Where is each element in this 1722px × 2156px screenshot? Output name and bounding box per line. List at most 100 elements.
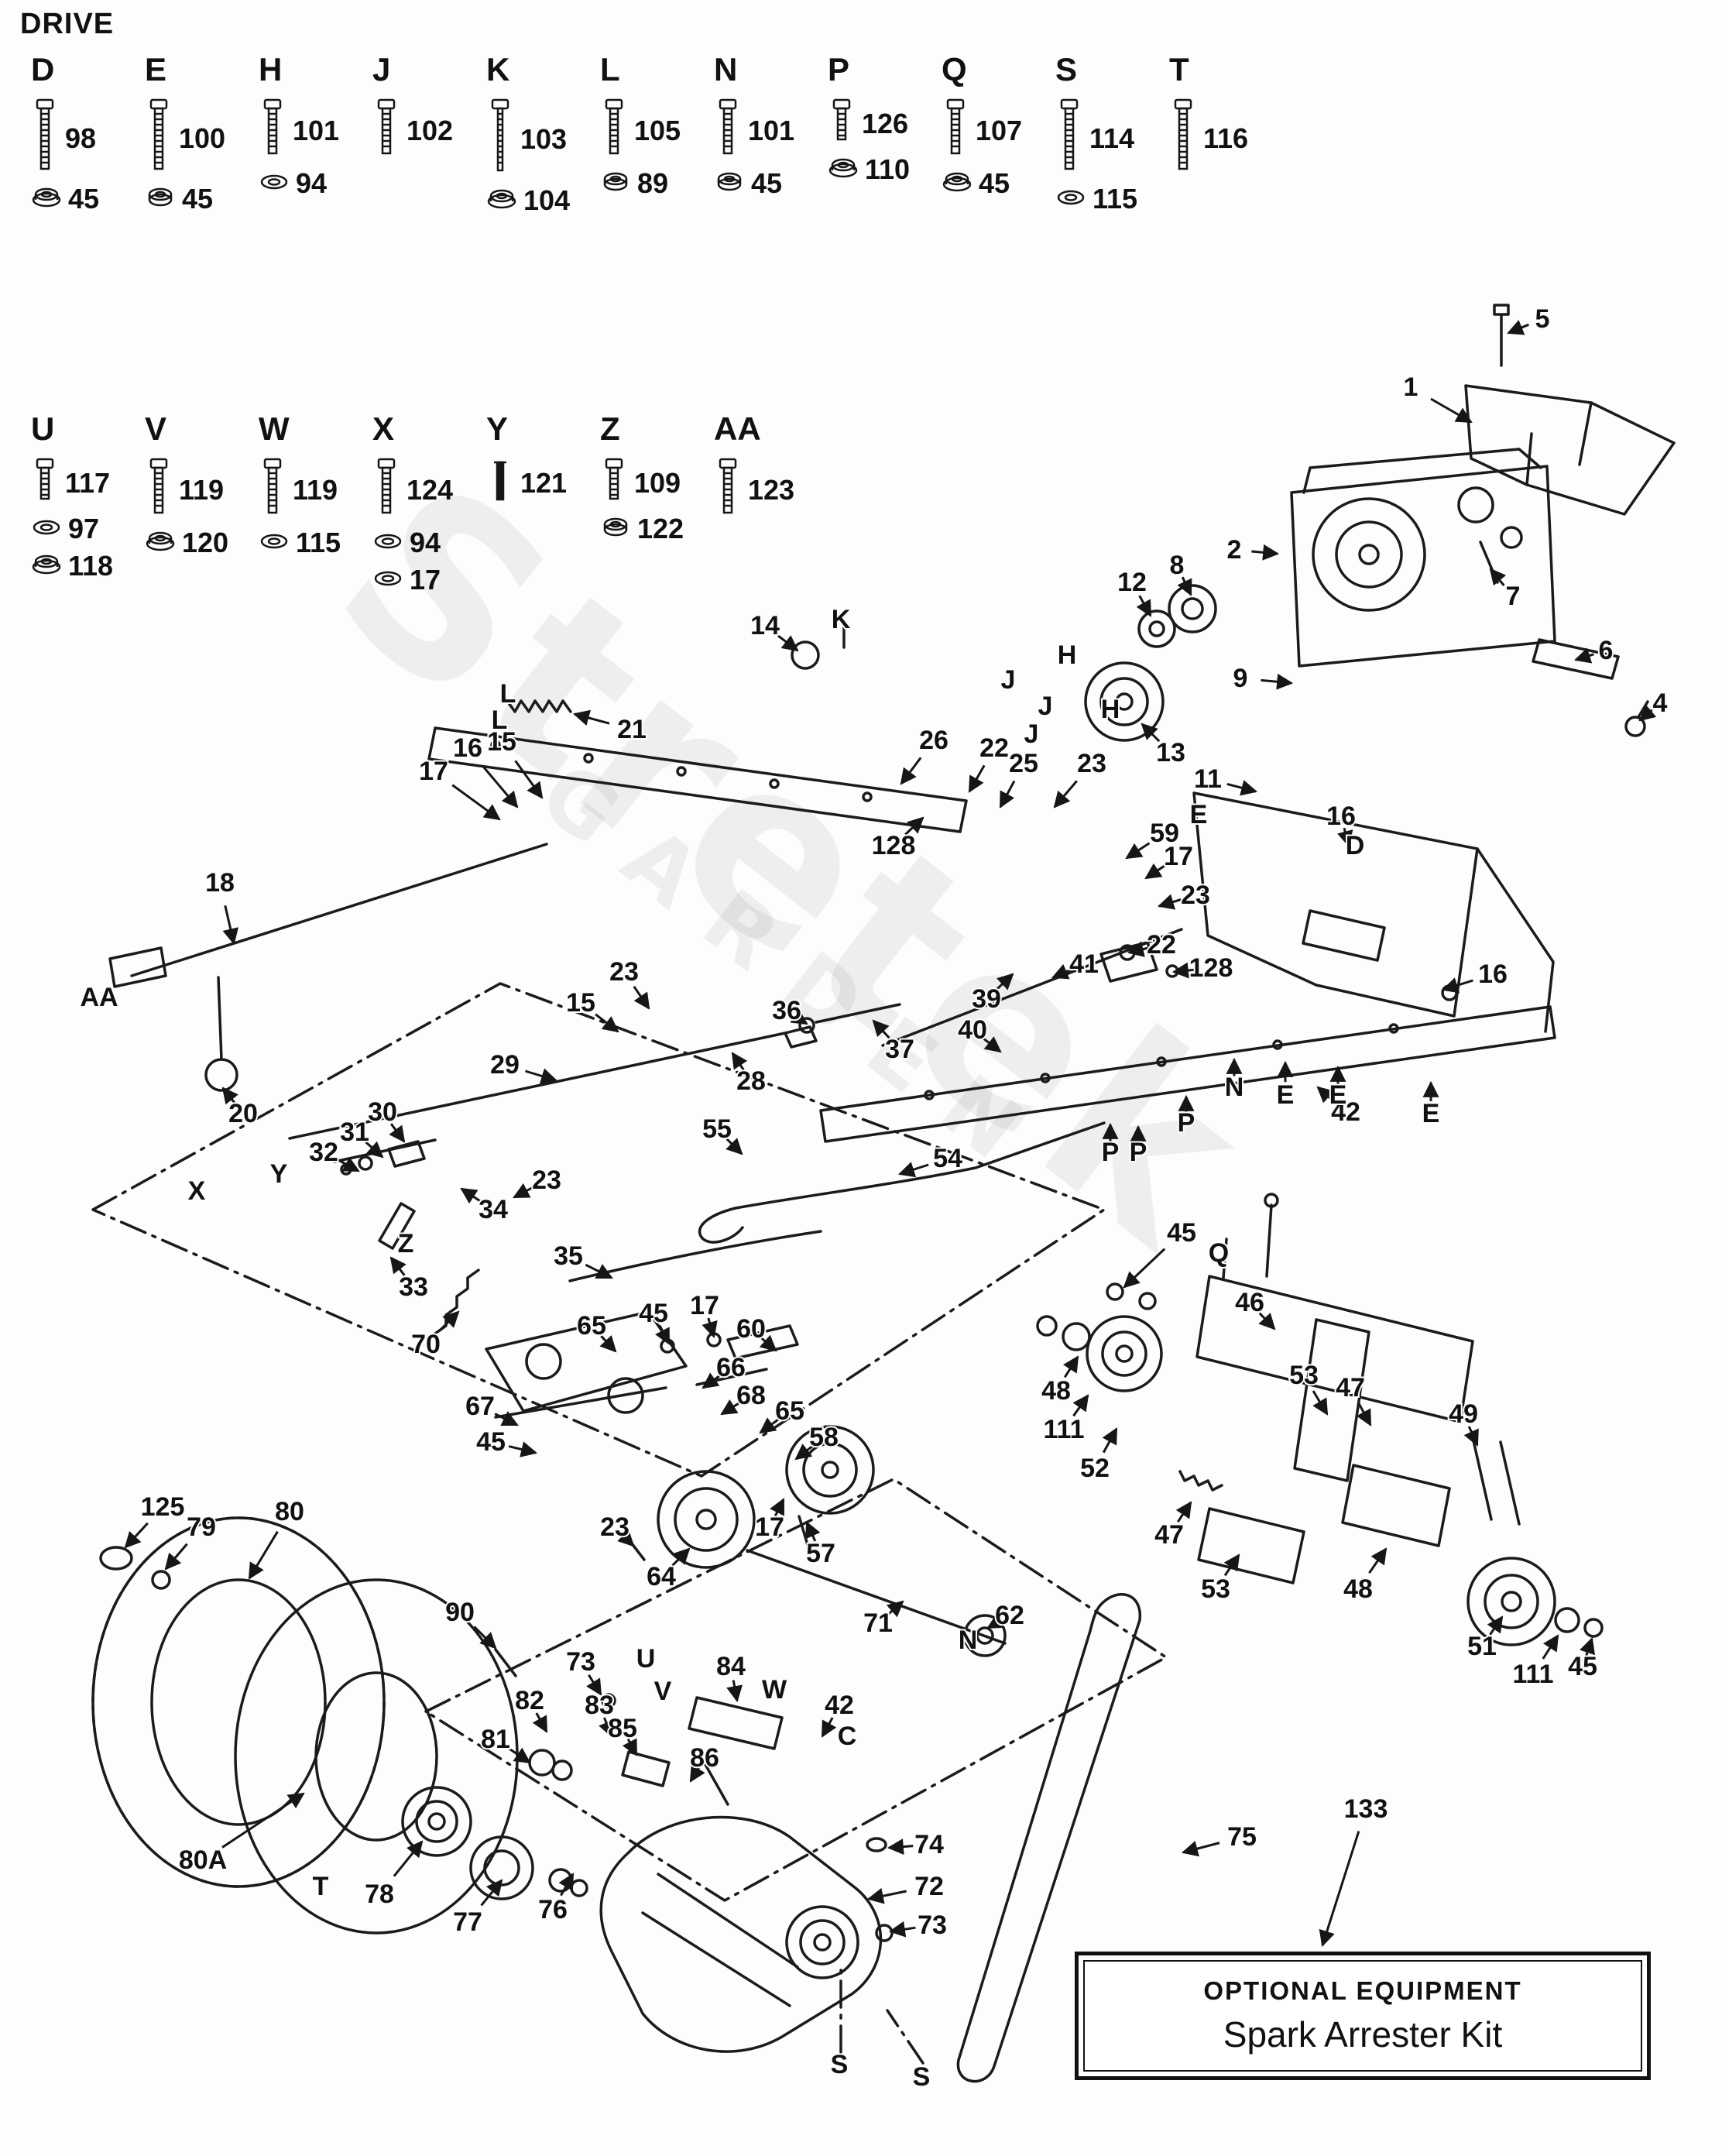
callout-6: 6 [1599,636,1614,665]
bolt-med-icon [259,458,286,522]
bolt-long-icon [31,98,59,178]
callout-17: 17 [755,1512,784,1542]
callout-78: 78 [365,1880,394,1909]
bolt-med-icon [714,458,742,522]
callout-128: 128 [1189,953,1233,983]
legend-part: 94 [372,527,441,559]
legend-part-number: 114 [1089,122,1135,154]
bolt-med-icon [600,98,628,163]
callout-71: 71 [863,1608,893,1638]
callout-80: 80 [275,1497,304,1526]
callout-K: K [832,605,851,634]
callout-90: 90 [445,1598,475,1627]
bolt-short-icon [600,458,628,508]
legend-part-number: 124 [406,473,454,506]
callout-1: 1 [1404,372,1418,402]
callout-leader [689,1764,705,1783]
callout-leader [1226,780,1258,796]
callout-leader [904,816,924,836]
legend-letter: K [486,51,510,88]
callout-20: 20 [228,1099,258,1128]
callout-leader [701,1372,721,1389]
callout-N: N [1225,1073,1244,1102]
callout-59: 59 [1150,819,1179,848]
legend-part: 114 [1055,98,1134,178]
callout-26: 26 [919,726,948,755]
callout-25: 25 [1009,749,1038,778]
callout-leader [337,1156,360,1172]
legend-part-number: 126 [862,107,909,139]
optional-equipment-subtitle: Spark Arrester Kit [1223,2014,1503,2055]
callout-leader [720,1399,740,1416]
engine-assembly [1290,304,1676,737]
callout-41: 41 [1069,949,1099,979]
legend-part: 101 [259,98,339,163]
legend-part-number: 115 [296,527,341,558]
callout-leader [1542,1634,1559,1660]
callout-leader [1316,1086,1336,1104]
callout-leader [968,764,986,793]
legend-letter: D [31,51,55,88]
drive-belt [956,1593,1141,2083]
legend-part: 119 [259,458,338,522]
callout-S: S [831,2050,849,2079]
callout-leader [1489,568,1507,586]
callout-2: 2 [1227,535,1242,565]
callout-P: P [1102,1138,1120,1167]
callout-leader [248,1530,279,1580]
callout-68: 68 [736,1381,766,1410]
callout-Y: Y [270,1159,288,1189]
callout-leader [1223,1553,1240,1577]
callout-leader [365,1141,384,1159]
legend-part-number: 122 [637,513,684,544]
callout-leader [164,1543,188,1571]
legend-letter: Q [942,51,967,88]
callout-48: 48 [1041,1376,1071,1406]
callout-53: 53 [1289,1361,1319,1390]
callout-leader [777,634,799,652]
callout-leader [1261,673,1294,690]
callout-leader [482,764,519,808]
legend-part: 107 [942,98,1022,163]
callout-leader [986,1613,1005,1629]
callout-85: 85 [608,1714,637,1743]
callout-leader [508,1747,531,1764]
legend-part: 117 [31,458,110,508]
callout-leader [1175,1501,1192,1523]
callout-81: 81 [481,1725,510,1754]
callout-leader [585,1263,613,1279]
optional-equipment-box: OPTIONAL EQUIPMENT Spark Arrester Kit [1075,1952,1651,2080]
page-title: DRIVE [20,8,115,40]
callout-leader [996,973,1014,990]
callout-leader [1312,1390,1329,1416]
callout-leader [790,1008,808,1025]
callout-33: 33 [399,1272,428,1302]
callout-J: J [1001,665,1016,695]
callout-leader [622,1738,638,1756]
callout-leader [1062,1355,1079,1378]
callout-73: 73 [566,1647,595,1677]
legend-part-number: 119 [293,473,338,506]
callout-leader [599,1335,617,1353]
callout-leader [586,1674,602,1696]
pin-icon [486,458,514,508]
callout-leader [1177,576,1192,596]
callout-22: 22 [979,733,1009,763]
bolt-med-icon [942,98,969,163]
callout-leader [1430,397,1473,424]
callout-80A: 80A [179,1845,227,1875]
callout-leader [1157,894,1182,910]
callout-32: 32 [309,1138,338,1167]
callout-40: 40 [958,1015,987,1045]
callout-leader [1136,595,1152,617]
callout-45: 45 [639,1299,668,1328]
callout-36: 36 [772,996,801,1025]
legend-part-number: 89 [637,167,669,199]
callout-65: 65 [577,1311,606,1341]
bolt-long-icon [1055,98,1083,178]
callout-leader [886,1600,904,1618]
callout-45: 45 [1167,1218,1196,1248]
